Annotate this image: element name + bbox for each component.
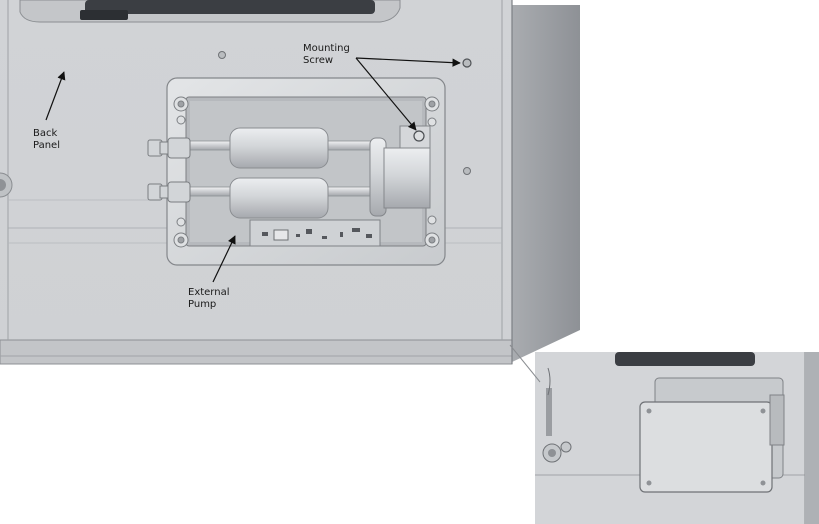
external-pump-enclosure	[147, 77, 446, 266]
inset-detail-view	[535, 352, 819, 524]
external-pump-label-line1: External	[188, 287, 230, 298]
panel-hole	[218, 51, 226, 59]
panel-hole	[463, 167, 471, 175]
inset-enclosure-lid	[639, 401, 773, 493]
panel-side-face	[512, 5, 580, 362]
callout-arrows	[45, 57, 461, 283]
mounting-screw-label: Mounting Screw	[303, 43, 350, 67]
mounting-screw-arrow-1	[355, 57, 461, 67]
external-pump-arrow	[212, 235, 236, 283]
mounting-screw-label-line2: Screw	[303, 55, 334, 66]
tube-fittings	[147, 137, 191, 203]
top-dark-component	[85, 0, 375, 14]
back-panel-label-line1: Back	[33, 128, 58, 139]
pump-cylinder-bottom	[229, 177, 329, 219]
mounting-screw	[413, 130, 425, 142]
back-panel-arrow	[45, 71, 66, 121]
circuit-board	[249, 219, 381, 247]
inset-leader-line	[509, 344, 541, 383]
panel-bottom-lip	[0, 339, 513, 365]
external-pump-label-line2: Pump	[188, 299, 217, 310]
external-pump-label: External Pump	[188, 287, 230, 311]
back-panel-label-line2: Panel	[33, 140, 60, 151]
pump-cylinder-top	[229, 127, 329, 169]
enclosure-corner-bosses	[173, 96, 440, 248]
back-panel-label: Back Panel	[33, 128, 60, 152]
pump-motor	[383, 147, 431, 209]
mounting-screw-arrow-2	[355, 57, 417, 131]
mounting-screw-hole	[462, 58, 472, 68]
mounting-screw-label-line1: Mounting	[303, 43, 350, 54]
